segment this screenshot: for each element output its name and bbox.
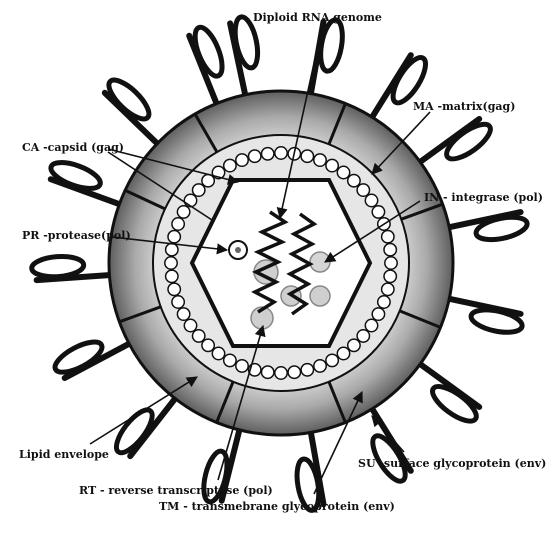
matrix-bead (372, 308, 384, 320)
glycoprotein-spike (366, 399, 411, 486)
matrix-bead (326, 159, 338, 171)
matrix-bead (357, 330, 369, 342)
matrix-bead (166, 270, 178, 282)
matrix-bead (348, 339, 360, 351)
matrix-bead (165, 257, 177, 269)
glycoprotein-spike (48, 157, 131, 208)
label-reverse-transcriptase: RT - reverse transcriptase (pol) (79, 484, 273, 497)
matrix-bead (193, 184, 205, 196)
matrix-bead (262, 148, 274, 160)
glycoprotein-spike (51, 336, 140, 378)
matrix-bead (288, 366, 300, 378)
matrix-bead (172, 296, 184, 308)
matrix-bead (326, 354, 338, 366)
glycoprotein-spike (410, 118, 495, 169)
matrix-bead (372, 206, 384, 218)
matrix-bead (177, 206, 189, 218)
matrix-bead (384, 270, 396, 282)
matrix-bead (385, 257, 397, 269)
matrix-bead (384, 244, 396, 256)
label-integrase: IN - integrase (pol) (424, 191, 543, 204)
glycoprotein-spike (410, 357, 481, 427)
matrix-bead (202, 175, 214, 187)
matrix-bead (168, 283, 180, 295)
matrix-bead (378, 296, 390, 308)
label-matrix: MA -matrix(gag) (413, 100, 515, 113)
enzyme-particle (310, 286, 330, 306)
label-transmembrane-glycoprotein: TM - transmebrane glycoprotein (env) (159, 500, 395, 513)
matrix-bead (202, 339, 214, 351)
matrix-bead (314, 360, 326, 372)
matrix-bead (262, 366, 274, 378)
matrix-bead (224, 354, 236, 366)
matrix-bead (365, 319, 377, 331)
label-surface-glycoprotein: SU -surface glycoprotein (env) (358, 457, 546, 470)
matrix-bead (301, 150, 313, 162)
label-protease: PR -protease(pol) (22, 229, 131, 242)
matrix-bead (193, 330, 205, 342)
matrix-bead (337, 166, 349, 178)
matrix-bead (275, 367, 287, 379)
matrix-bead (275, 147, 287, 159)
matrix-bead (212, 347, 224, 359)
integrase-enzyme (310, 252, 330, 272)
glycoprotein-spike (438, 296, 525, 336)
matrix-bead (172, 218, 184, 230)
matrix-bead (184, 194, 196, 206)
matrix-bead (236, 154, 248, 166)
matrix-bead (184, 319, 196, 331)
matrix-bead (224, 159, 236, 171)
label-lipid-envelope: Lipid envelope (19, 448, 109, 461)
glycoprotein-spike (366, 53, 432, 127)
matrix-bead (249, 150, 261, 162)
matrix-bead (301, 364, 313, 376)
matrix-bead (314, 154, 326, 166)
matrix-bead (348, 175, 360, 187)
matrix-bead (166, 244, 178, 256)
label-capsid: CA -capsid (gag) (22, 141, 124, 154)
matrix-bead (382, 283, 394, 295)
matrix-bead (177, 308, 189, 320)
matrix-bead (236, 360, 248, 372)
matrix-bead (382, 231, 394, 243)
matrix-bead (337, 347, 349, 359)
capsid-hexagon (192, 180, 370, 346)
protease-enzyme (229, 241, 247, 259)
matrix-bead (365, 194, 377, 206)
matrix-bead (357, 184, 369, 196)
matrix-bead (168, 231, 180, 243)
label-diploid-rna: Diploid RNA genome (253, 11, 382, 24)
